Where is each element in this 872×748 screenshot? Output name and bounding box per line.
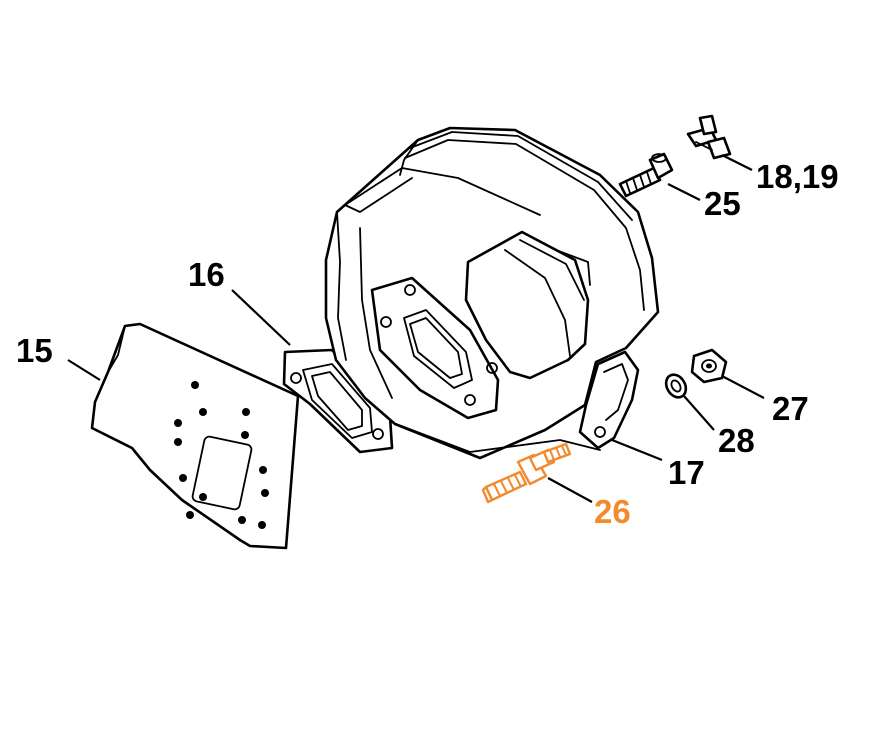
leader-27 bbox=[721, 375, 765, 399]
label-17: 17 bbox=[668, 454, 705, 491]
leader-lines bbox=[67, 154, 765, 503]
leader-16 bbox=[231, 289, 291, 346]
label-15: 15 bbox=[16, 332, 53, 369]
part-17-muffler[interactable] bbox=[324, 126, 660, 460]
label-26-highlighted: 26 bbox=[594, 493, 631, 530]
label-28: 28 bbox=[718, 422, 755, 459]
part-15-heat-shield[interactable] bbox=[90, 322, 300, 550]
leader-15 bbox=[67, 359, 101, 381]
leader-18-19 bbox=[721, 154, 753, 171]
leader-25 bbox=[667, 183, 701, 201]
leader-17 bbox=[611, 438, 663, 462]
part-18-19-spring-clip[interactable] bbox=[686, 114, 732, 160]
label-18-19: 18,19 bbox=[756, 158, 839, 195]
part-27-nut[interactable] bbox=[690, 348, 728, 384]
part-labels: 15 16 17 18,19 25 26 27 28 bbox=[16, 158, 839, 530]
leader-26 bbox=[547, 477, 593, 503]
label-25: 25 bbox=[704, 185, 741, 222]
part-26-stud-bolt[interactable] bbox=[481, 442, 572, 504]
part-25-screw[interactable] bbox=[618, 152, 674, 198]
label-27: 27 bbox=[772, 390, 809, 427]
label-16: 16 bbox=[188, 256, 225, 293]
leader-28 bbox=[683, 395, 715, 431]
part-28-washer[interactable] bbox=[662, 371, 690, 401]
